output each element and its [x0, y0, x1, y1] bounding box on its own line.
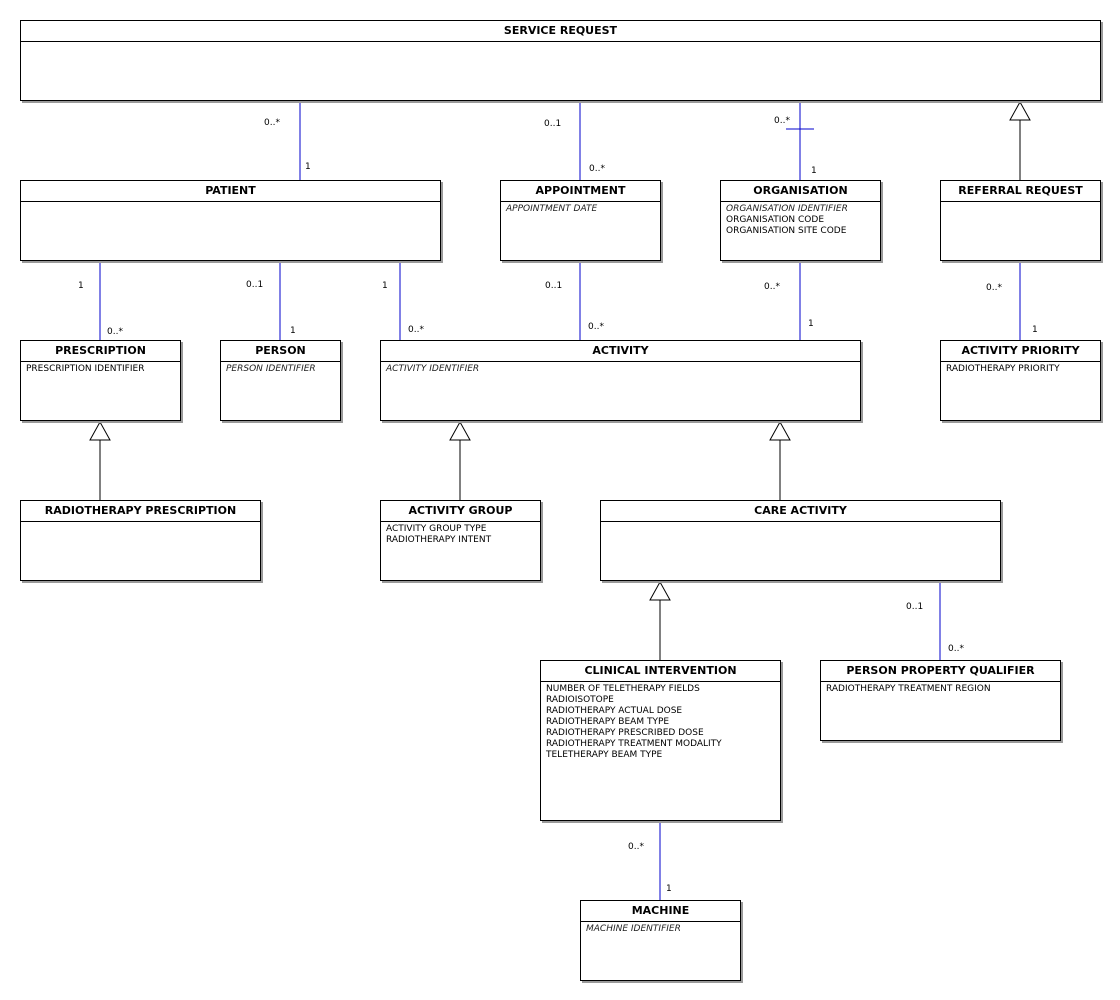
class-name: REFERRAL REQUEST [941, 181, 1100, 202]
class-attribute: RADIOTHERAPY TREATMENT MODALITY [546, 739, 722, 749]
class-attribute: NUMBER OF TELETHERAPY FIELDS [546, 684, 700, 694]
class-name: PERSON [221, 341, 340, 362]
class-attribute: RADIOTHERAPY BEAM TYPE [546, 717, 670, 727]
class-person[interactable]: PERSON PERSON IDENTIFIER [220, 340, 341, 421]
class-machine[interactable]: MACHINE MACHINE IDENTIFIER [580, 900, 741, 981]
multiplicity-label: 0..* [774, 116, 790, 126]
multiplicity-label: 1 [811, 166, 817, 176]
class-activity[interactable]: ACTIVITY ACTIVITY IDENTIFIER [380, 340, 861, 421]
class-attribute: RADIOTHERAPY ACTUAL DOSE [546, 706, 683, 716]
multiplicity-label: 1 [78, 281, 84, 291]
class-attribute: APPOINTMENT DATE [506, 204, 598, 214]
class-attribute: TELETHERAPY BEAM TYPE [546, 750, 663, 760]
class-attribute: MACHINE IDENTIFIER [586, 924, 681, 934]
gen-referral-isa-sr-arrow [1009, 100, 1031, 121]
class-name: CLINICAL INTERVENTION [541, 661, 780, 682]
class-attribute: RADIOTHERAPY PRIORITY [946, 364, 1060, 374]
attribute-list: ACTIVITY IDENTIFIER [381, 362, 860, 375]
attribute-list: PRESCRIPTION IDENTIFIER [21, 362, 180, 375]
class-name: RADIOTHERAPY PRESCRIPTION [21, 501, 260, 522]
multiplicity-label: 0..* [948, 644, 964, 654]
gen-ca-isa-activity-arrow [769, 420, 791, 441]
multiplicity-label: 0..* [107, 327, 123, 337]
attribute-list [941, 202, 1100, 204]
class-appointment[interactable]: APPOINTMENT APPOINTMENT DATE [500, 180, 661, 261]
class-person-property-qualifier[interactable]: PERSON PROPERTY QUALIFIER RADIOTHERAPY T… [820, 660, 1061, 741]
class-name: MACHINE [581, 901, 740, 922]
class-attribute: ORGANISATION CODE [726, 215, 825, 225]
class-name: ORGANISATION [721, 181, 880, 202]
class-name: PERSON PROPERTY QUALIFIER [821, 661, 1060, 682]
class-care-activity[interactable]: CARE ACTIVITY [600, 500, 1001, 581]
gen-ci-isa-ca-arrow [649, 580, 671, 601]
multiplicity-label: 0..1 [906, 602, 924, 612]
multiplicity-label: 1 [290, 326, 296, 336]
attribute-list: RADIOTHERAPY TREATMENT REGION [821, 682, 1060, 695]
class-name: PRESCRIPTION [21, 341, 180, 362]
multiplicity-label: 0..* [628, 842, 644, 852]
multiplicity-label: 1 [382, 281, 388, 291]
multiplicity-label: 1 [305, 162, 311, 172]
attribute-list: RADIOTHERAPY PRIORITY [941, 362, 1100, 375]
attribute-list: PERSON IDENTIFIER [221, 362, 340, 375]
gen-rtp-isa-prescription-arrow [89, 420, 111, 441]
class-attribute: RADIOTHERAPY PRESCRIBED DOSE [546, 728, 704, 738]
multiplicity-label: 0..* [264, 118, 280, 128]
attribute-list [601, 522, 1000, 524]
multiplicity-label: 1 [1032, 325, 1038, 335]
class-attribute: ORGANISATION SITE CODE [726, 226, 847, 236]
multiplicity-label: 0..* [986, 283, 1002, 293]
class-name: ACTIVITY [381, 341, 860, 362]
class-attribute: ACTIVITY GROUP TYPE [386, 524, 487, 534]
multiplicity-label: 0..1 [545, 281, 563, 291]
class-clinical-intervention[interactable]: CLINICAL INTERVENTION NUMBER OF TELETHER… [540, 660, 781, 821]
multiplicity-label: 0..* [588, 322, 604, 332]
multiplicity-label: 0..1 [246, 280, 264, 290]
attribute-list: APPOINTMENT DATE [501, 202, 660, 215]
multiplicity-label: 0..* [589, 164, 605, 174]
class-name: PATIENT [21, 181, 440, 202]
class-attribute: ORGANISATION IDENTIFIER [726, 204, 848, 214]
class-attribute: RADIOTHERAPY INTENT [386, 535, 492, 545]
class-referral-request[interactable]: REFERRAL REQUEST [940, 180, 1101, 261]
class-name: CARE ACTIVITY [601, 501, 1000, 522]
attribute-list: MACHINE IDENTIFIER [581, 922, 740, 935]
class-attribute: PRESCRIPTION IDENTIFIER [26, 364, 145, 374]
multiplicity-label: 0..* [764, 282, 780, 292]
class-prescription[interactable]: PRESCRIPTION PRESCRIPTION IDENTIFIER [20, 340, 181, 421]
class-attribute: PERSON IDENTIFIER [226, 364, 316, 374]
class-name: ACTIVITY PRIORITY [941, 341, 1100, 362]
attribute-list [21, 522, 260, 524]
class-attribute: RADIOTHERAPY TREATMENT REGION [826, 684, 991, 694]
gen-ag-isa-activity-arrow [449, 420, 471, 441]
class-activity-priority[interactable]: ACTIVITY PRIORITY RADIOTHERAPY PRIORITY [940, 340, 1101, 421]
class-name: ACTIVITY GROUP [381, 501, 540, 522]
class-patient[interactable]: PATIENT [20, 180, 441, 261]
class-service-request[interactable]: SERVICE REQUEST [20, 20, 1101, 101]
class-attribute: RADIOISOTOPE [546, 695, 614, 705]
multiplicity-label: 1 [666, 884, 672, 894]
multiplicity-label: 1 [808, 319, 814, 329]
attribute-list [21, 202, 440, 204]
class-radiotherapy-prescription[interactable]: RADIOTHERAPY PRESCRIPTION [20, 500, 261, 581]
class-attribute: ACTIVITY IDENTIFIER [386, 364, 480, 374]
multiplicity-label: 0..1 [544, 119, 562, 129]
multiplicity-label: 0..* [408, 325, 424, 335]
attribute-list [21, 42, 1100, 44]
class-name: SERVICE REQUEST [21, 21, 1100, 42]
class-name: APPOINTMENT [501, 181, 660, 202]
